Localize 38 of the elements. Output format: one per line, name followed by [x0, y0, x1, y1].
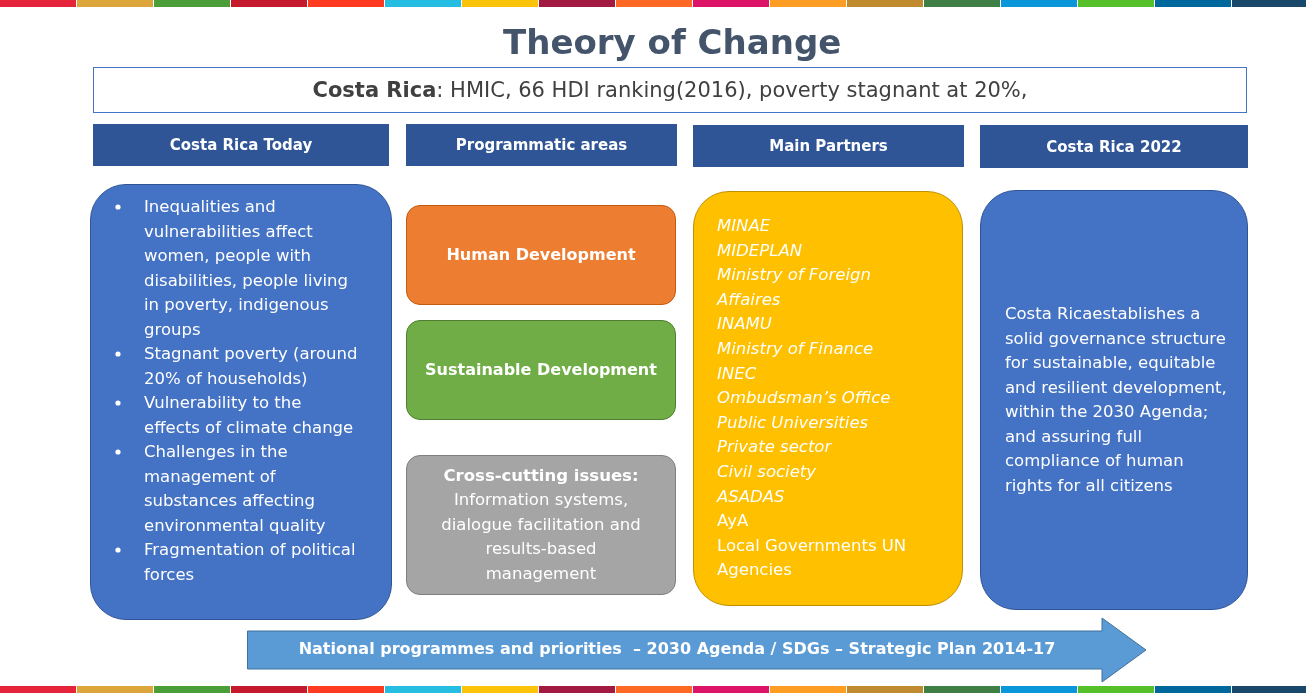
partner-name: Local Governments UN Agencies	[717, 534, 908, 582]
bullet-list-card	[90, 184, 392, 620]
area-title: Sustainable Development	[425, 358, 657, 381]
arrow-banner	[247, 617, 1147, 683]
title: Theory of Change	[503, 22, 842, 62]
partner-list-card	[693, 191, 963, 606]
bullet-text: Stagnant poverty (around 20% of households)	[144, 343, 359, 390]
partner-name: INAMU	[717, 313, 773, 336]
partner-name: MINAE	[717, 215, 772, 237]
bullet-text: Inequalities and vulnerabilities affect women, people with disabilities, people living in poverty, indigenous groups	[144, 196, 349, 341]
partner-name: AyA	[717, 510, 750, 533]
programme-area-box	[406, 320, 676, 420]
bullet-text: Challenges in the management of substances affecting environmental quality	[144, 441, 327, 537]
programme-area-box	[406, 455, 676, 595]
column-header: Costa Rica 2022	[980, 125, 1248, 168]
partner-name: MIDEPLAN	[717, 239, 803, 262]
bullet-text: Vulnerability to the effects of climate change	[144, 392, 355, 439]
partner-name: ASADAS	[717, 485, 786, 508]
summary-text: Costa Rica: HMIC, 66 HDI ranking(2016), poverty stagnant at 20%,	[312, 78, 1028, 102]
programme-area-box	[406, 205, 676, 305]
area-description: Information systems, dialogue facilitation and results-based management	[440, 489, 642, 585]
summary-banner	[93, 67, 1247, 113]
arrow-text: National programmes and priorities – 2030 Agenda / SDGs – Strategic Plan 2014-17	[297, 639, 1057, 658]
column-header: Main Partners	[693, 125, 964, 167]
partner-name: Ministry of Foreign Affaires	[717, 264, 872, 311]
area-title: Cross-cutting issues:	[443, 464, 639, 487]
outcome-text: Costa Ricaestablishes a solid governance structure for sustainable, equitable and resilient development, within the 2030 Agenda; and assuring full compliance of human rights for all citizens	[1005, 303, 1228, 497]
partner-name: Ministry of Finance	[717, 337, 875, 360]
partner-name: Ombudsman’s Office	[717, 387, 892, 410]
bullet-text: Fragmentation of political forces	[144, 539, 357, 586]
column-header: Programmatic areas	[406, 124, 677, 166]
area-title: Human Development	[446, 243, 636, 266]
partner-name: Civil society	[717, 460, 818, 483]
partner-name: Public Universities	[717, 411, 870, 434]
partner-name: INEC	[717, 362, 758, 385]
outcome-card	[980, 190, 1248, 610]
column-header: Costa Rica Today	[93, 124, 389, 166]
partner-name: Private sector	[717, 436, 833, 459]
